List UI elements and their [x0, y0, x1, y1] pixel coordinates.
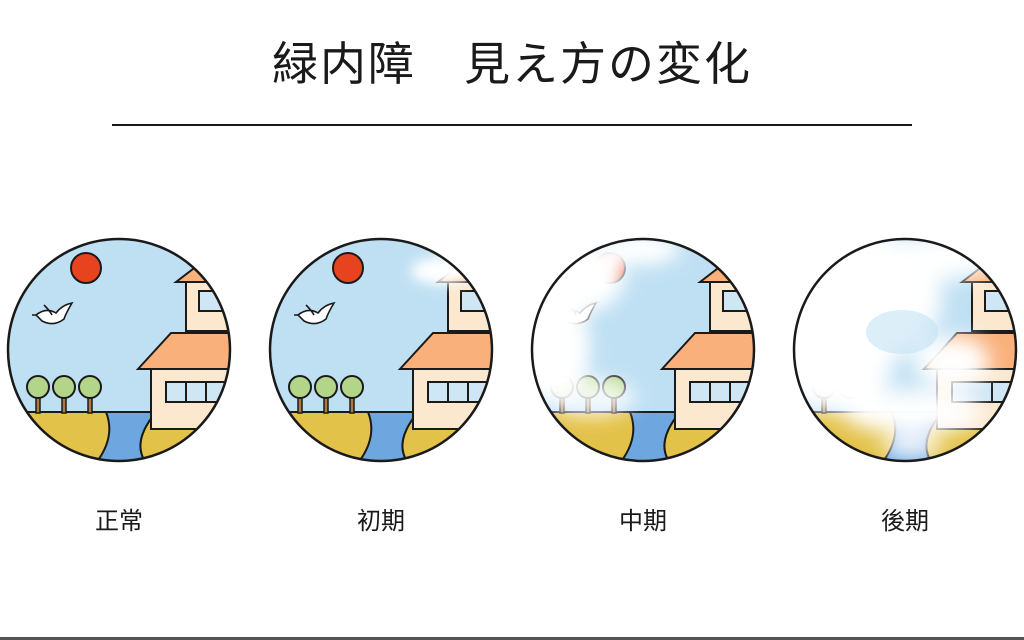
tree-row — [288, 375, 364, 414]
vision-haze — [866, 310, 938, 354]
stage-label: 中期 — [619, 507, 667, 535]
bird-icon — [294, 301, 336, 325]
stage-panel-early: 初期 — [268, 237, 494, 536]
bottom-border — [0, 637, 1024, 640]
stage-label: 初期 — [357, 507, 405, 535]
lens-outline — [268, 237, 494, 463]
stage-panel-middle: 中期 — [530, 237, 756, 536]
scene-early-illustration — [268, 237, 494, 463]
stage-label: 正常 — [95, 507, 143, 535]
lens-outline — [792, 237, 1018, 463]
stage-label: 後期 — [881, 507, 929, 535]
sun-icon — [70, 252, 102, 284]
river — [93, 411, 159, 461]
lens-outline — [6, 237, 232, 463]
scene-late-illustration — [792, 237, 1018, 463]
stage-panel-late: 後期 — [792, 237, 1018, 536]
scene-middle-illustration — [530, 237, 756, 463]
sun-icon — [332, 252, 364, 284]
tree-row — [26, 375, 102, 414]
stage-panel-normal: 正常 — [6, 237, 232, 536]
page-title: 緑内障 見え方の変化 — [272, 37, 752, 91]
scene-normal-illustration — [6, 237, 232, 463]
lens-outline — [530, 237, 756, 463]
bird-icon — [32, 301, 74, 325]
title-divider — [112, 124, 912, 126]
